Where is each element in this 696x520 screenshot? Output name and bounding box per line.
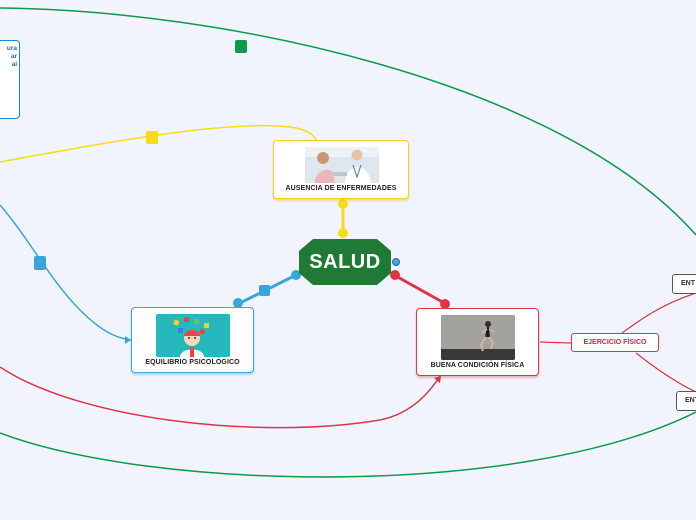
- topic-buena-condicion-fisica[interactable]: BUENA CONDICIÓN FÍSICA: [416, 308, 539, 376]
- left-topic-card[interactable]: ura ar al: [0, 40, 20, 119]
- red-arrowhead: [434, 376, 441, 383]
- red-joint-right: [440, 299, 450, 309]
- yellow-connector-curve: [0, 124, 317, 163]
- green-connector-top: [0, 7, 696, 236]
- red-connector-ent1: [621, 292, 696, 334]
- yellow-joint-bottom: [338, 228, 348, 238]
- focus-icon[interactable]: [392, 258, 400, 266]
- red-connector-ent2: [635, 352, 696, 393]
- red-connector-ejercicio: [539, 341, 572, 344]
- topic-label: EQUILIBRIO PSICOLÓGICO: [145, 359, 240, 366]
- subtopic-ejercicio-fisico[interactable]: EJERCICIO FÍSICO: [571, 333, 659, 352]
- red-joint-left: [390, 270, 400, 280]
- brain-puzzle-image: [156, 314, 230, 357]
- topic-ausencia-de-enfermedades[interactable]: AUSENCIA DE ENFERMEDADES: [273, 140, 409, 199]
- blue-joint-left: [233, 298, 243, 308]
- central-topic-salud[interactable]: SALUD: [299, 239, 391, 285]
- doctor-patient-image: [305, 147, 379, 183]
- yellow-joint-top: [338, 199, 348, 209]
- left-card-line: ar: [10, 53, 17, 60]
- green-handle[interactable]: [235, 40, 247, 53]
- runner-image: [441, 315, 515, 360]
- red-connector-curve: [0, 366, 441, 429]
- blue-handle[interactable]: [34, 256, 46, 270]
- topic-label: AUSENCIA DE ENFERMEDADES: [285, 185, 397, 192]
- left-card-line: ura: [6, 45, 17, 52]
- red-connector-stem: [393, 273, 447, 306]
- subtopic-ent-2[interactable]: ENT: [676, 391, 696, 411]
- blue-connector-curve: [0, 204, 132, 341]
- topic-label: BUENA CONDICIÓN FÍSICA: [430, 362, 525, 369]
- central-topic-title: SALUD: [309, 251, 381, 273]
- blue-joint-mid[interactable]: [259, 285, 270, 296]
- subtopic-ent-1[interactable]: ENT: [672, 274, 696, 294]
- yellow-handle[interactable]: [146, 131, 158, 144]
- blue-arrowhead: [125, 336, 131, 344]
- green-connector-bottom: [0, 411, 696, 478]
- topic-equilibrio-psicologico[interactable]: EQUILIBRIO PSICOLÓGICO: [131, 307, 254, 373]
- blue-joint-right: [291, 270, 301, 280]
- left-card-line: al: [11, 61, 17, 68]
- central-topic-shape: [299, 239, 391, 285]
